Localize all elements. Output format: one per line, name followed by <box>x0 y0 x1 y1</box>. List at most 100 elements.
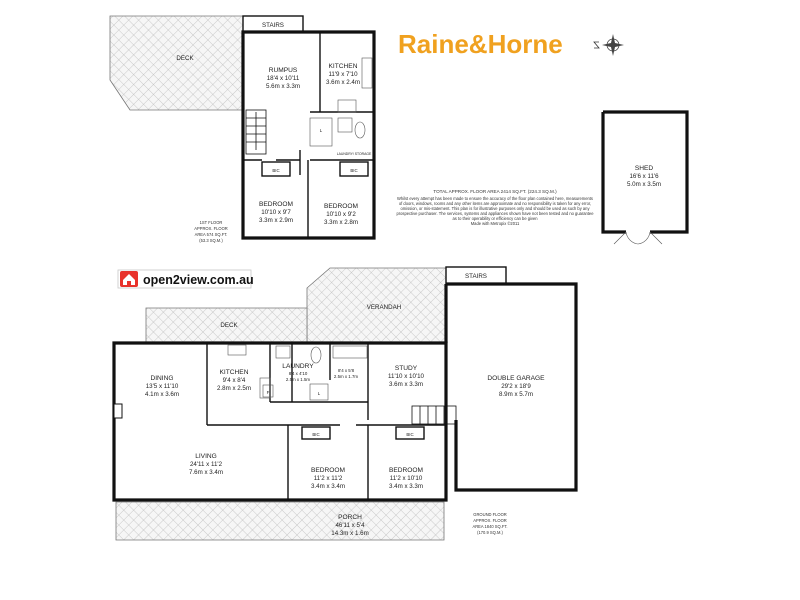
porch-name: PORCH <box>338 514 362 521</box>
gf-outer-wall <box>112 341 448 502</box>
bath-imperial: 8'4 x 5'8 <box>338 368 355 373</box>
ff-bedroom-1-metric: 3.3m x 2.9m <box>259 217 293 224</box>
first-floor-bic-1-label: BIC <box>272 168 279 173</box>
gf-kitchen-metric: 2.8m x 2.5m <box>217 385 251 392</box>
porch-imperial: 46'11 x 5'4 <box>335 522 365 529</box>
shed-imperial: 16'6 x 11'6 <box>629 173 659 180</box>
ff-kitchen-name: KITCHEN <box>329 63 358 70</box>
ff-area-line-4: (53.3 SQ.M.) <box>199 238 223 243</box>
first-floor-basin-icon <box>337 117 353 133</box>
gf-fridge-mark: F <box>267 390 270 395</box>
open2view-text: open2view.com.au <box>143 273 254 287</box>
first-floor-deck-label: DECK <box>176 55 194 62</box>
gf-bic-2-label: BIC <box>406 432 413 437</box>
first-floor-bic-2 <box>339 161 369 177</box>
gf-area-line-2: APPROX. FLOOR <box>473 518 506 523</box>
first-floor-plan: DECK STAIRS BIC BIC L LAUNDR <box>109 15 376 243</box>
ff-kitchen-metric: 3.6m x 2.4m <box>326 79 360 86</box>
first-floor-bic-1 <box>261 161 291 177</box>
first-floor-bic-2-label: BIC <box>350 168 357 173</box>
bath-metric: 2.5m x 1.7m <box>334 374 358 379</box>
garage-name: DOUBLE GARAGE <box>487 375 545 382</box>
gf-bic-1 <box>301 426 331 440</box>
gf-linen-mark: L <box>318 391 321 396</box>
ground-floor-plan: VERANDAH DECK STAIRS DOUBLE GARAGE 29'2 … <box>112 266 578 541</box>
study-imperial: 11'10 x 10'10 <box>388 373 425 380</box>
gf-kitchen-imperial: 9'4 x 8'4 <box>223 377 246 384</box>
living-name: LIVING <box>195 453 217 460</box>
brand-name: Raine&Horne <box>398 29 563 59</box>
first-floor-outer-wall <box>241 30 376 240</box>
porch-metric: 14.3m x 1.6m <box>331 530 369 537</box>
laundry-imperial: 8'4 x 4'10 <box>289 371 308 376</box>
disclaimer-line-5: as to their operability or efficiency ca… <box>452 216 538 221</box>
porch <box>115 501 445 541</box>
gf-toilet-icon <box>310 346 322 364</box>
first-floor-sink <box>361 57 373 89</box>
shed-outer-wall <box>601 110 689 234</box>
gf-sink <box>227 344 247 356</box>
gf-area-line-1: GROUND FLOOR <box>473 512 506 517</box>
garage-wall <box>446 282 578 492</box>
first-floor-internal-stairs <box>245 109 267 155</box>
gf-internal-stairs <box>411 405 457 425</box>
study-name: STUDY <box>395 365 418 372</box>
ff-kitchen-imperial: 11'9 x 7'10 <box>328 71 358 78</box>
first-floor-laundry-mark: L <box>320 128 323 133</box>
gf-bedroom-1-imperial: 11'2 x 11'2 <box>314 475 343 482</box>
shed-name: SHED <box>635 165 654 172</box>
dining-imperial: 13'5 x 11'10 <box>146 383 179 390</box>
ff-bedroom-1-imperial: 10'10 x 9'7 <box>261 209 291 216</box>
gf-kitchen-name: KITCHEN <box>220 369 249 376</box>
dining-name: DINING <box>150 375 173 382</box>
disclaimer-block: TOTAL APPROX. FLOOR AREA 2414 SQ.FT. (22… <box>396 189 594 226</box>
open2view-badge: open2view.com.au <box>117 269 254 289</box>
gf-bathtub <box>332 345 368 359</box>
ff-bedroom-2-metric: 3.3m x 2.8m <box>324 219 358 226</box>
gf-area-line-4: (170.9 SQ.M.) <box>477 530 503 535</box>
ff-area-line-3: AREA 574 SQ.FT. <box>195 232 228 237</box>
garage-imperial: 29'2 x 18'9 <box>501 383 531 390</box>
total-area: TOTAL APPROX. FLOOR AREA 2414 SQ.FT. (22… <box>433 189 557 194</box>
raine-horne-logo: Raine&Horne <box>398 29 563 59</box>
gf-bedroom-2-metric: 3.4m x 3.3m <box>389 483 423 490</box>
gf-area-line-3: AREA 1840 SQ.FT. <box>472 524 507 529</box>
disclaimer-line-3: omission, or mis-statement. This plan is… <box>400 206 590 211</box>
garage-metric: 8.9m x 5.7m <box>499 391 533 398</box>
rumpus-metric: 5.6m x 3.3m <box>266 83 300 90</box>
gf-stairs-label: STAIRS <box>465 273 487 280</box>
laundry-name: LAUNDRY <box>282 363 314 370</box>
ff-bedroom-2-imperial: 10'10 x 9'2 <box>326 211 356 218</box>
living-imperial: 24'11 x 11'2 <box>190 461 223 468</box>
gf-bedroom-1-metric: 3.4m x 3.4m <box>311 483 345 490</box>
gf-bic-1-label: BIC <box>312 432 319 437</box>
gf-bedroom-2-name: BEDROOM <box>389 467 423 474</box>
gf-bedroom-1-name: BEDROOM <box>311 467 345 474</box>
laundry-metric: 2.5m x 1.5m <box>286 377 310 382</box>
first-floor-deck <box>109 15 244 111</box>
first-floor-small-room-label: LAUNDRY/ STORAGE <box>337 152 372 156</box>
gf-deck-label: DECK <box>220 322 238 329</box>
disclaimer-line-4: prospective purchaser. The services, sys… <box>396 211 594 216</box>
ff-area-line-1: 1ST FLOOR <box>200 220 223 225</box>
disclaimer-line-1: Whilst every attempt has been made to en… <box>397 196 593 201</box>
ff-bedroom-2-name: BEDROOM <box>324 203 358 210</box>
study-metric: 3.6m x 3.3m <box>389 381 423 388</box>
disclaimer-line-2: of doors, windows, rooms and any other i… <box>399 201 591 206</box>
house-badge-icon <box>120 271 138 287</box>
shed-plan: SHED 16'6 x 11'6 5.0m x 3.5m <box>601 110 689 245</box>
dining-metric: 4.1m x 3.6m <box>145 391 179 398</box>
first-floor-stove <box>337 99 357 113</box>
disclaimer-line-6: Made with Metropix ©2011 <box>471 221 520 226</box>
first-floor-stairs-label: STAIRS <box>262 22 284 29</box>
rumpus-imperial: 18'4 x 10'11 <box>267 75 300 82</box>
gf-bic-2 <box>395 426 425 440</box>
ff-area-line-2: APPROX. FLOOR <box>194 226 227 231</box>
ff-bedroom-1-name: BEDROOM <box>259 201 293 208</box>
rumpus-name: RUMPUS <box>269 67 298 74</box>
compass-rose-icon <box>593 34 624 56</box>
verandah-label: VERANDAH <box>367 304 401 311</box>
first-floor-toilet-icon <box>354 121 366 139</box>
